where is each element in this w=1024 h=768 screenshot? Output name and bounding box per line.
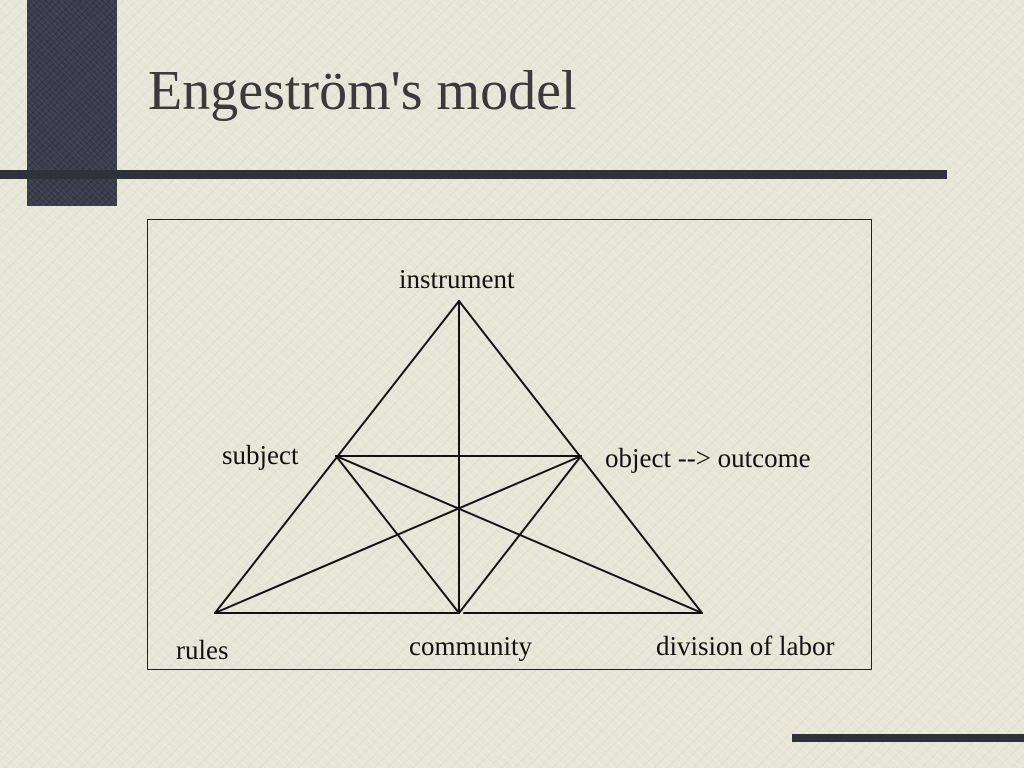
- label-community: community: [409, 631, 532, 661]
- edge-subject-division: [335, 455, 703, 614]
- triangle-diagram-lines: [214, 300, 703, 614]
- label-subject: subject: [222, 440, 299, 470]
- slide-title: Engeström's model: [148, 60, 577, 122]
- label-rules: rules: [176, 635, 229, 665]
- label-division-of-labor: division of labor: [656, 631, 835, 661]
- title-underline-rule: [0, 170, 947, 179]
- label-instrument: instrument: [399, 264, 515, 294]
- activity-system-diagram: instrument subject object --> outcome ru…: [147, 219, 872, 670]
- footer-rule: [792, 734, 1024, 742]
- edge-object-rules: [214, 455, 582, 614]
- label-object-outcome: object --> outcome: [605, 443, 811, 473]
